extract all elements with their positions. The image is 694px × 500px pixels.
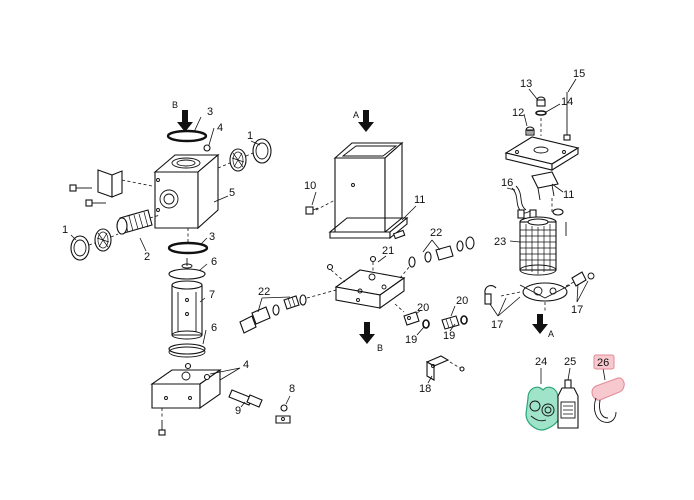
gear-shaft-2 [116, 209, 153, 235]
view-arrow-b-top: B [172, 100, 193, 132]
callout-7: 7 [209, 289, 215, 301]
callout-6-top: 6 [211, 256, 217, 268]
fitting-17-left [484, 285, 497, 305]
callout-17-right: 17 [571, 304, 583, 316]
base-block [150, 368, 222, 410]
fitting-chain-22-right [408, 236, 475, 268]
screw-18 [459, 366, 465, 372]
callout-18: 18 [419, 383, 431, 395]
callout-10: 10 [304, 180, 316, 192]
callout-23: 23 [494, 236, 506, 248]
plug-21 [369, 255, 377, 263]
callout-1-left: 1 [62, 224, 68, 236]
fitting-17-right [571, 271, 595, 287]
callout-25: 25 [564, 356, 576, 368]
view-arrow-a-top: A [353, 110, 374, 132]
callout-22-right: 22 [430, 227, 442, 239]
callout-12: 12 [512, 107, 524, 119]
bushing-12 [525, 126, 535, 136]
callout-26-highlight [593, 354, 615, 370]
callout-9: 9 [235, 405, 241, 417]
callout-3-top: 3 [207, 106, 213, 118]
screw-left-lower [85, 199, 106, 207]
valve-body-5 [153, 153, 220, 230]
bracket-18 [425, 355, 450, 381]
fitting-20-left [403, 311, 420, 326]
o-ring-3-top [166, 129, 208, 143]
cable-harness-26 [591, 377, 625, 423]
view-letter-a-top: A [353, 110, 359, 120]
callout-6-bottom: 6 [211, 322, 217, 334]
view-arrow-b-bottom: B [359, 322, 383, 353]
oil-bottle-25 [557, 379, 579, 429]
fitting-chain-22-left [239, 294, 307, 334]
callout-20-left: 20 [417, 302, 429, 314]
callout-19-left: 19 [405, 334, 417, 346]
callout-26: 26 [597, 357, 609, 369]
screw-left-upper [69, 184, 92, 192]
seal-cap-right [552, 208, 564, 216]
left-assembly: B [69, 100, 291, 436]
manifold-21 [334, 269, 406, 310]
callout-17-left: 17 [491, 319, 503, 331]
seal-1-left [70, 235, 90, 261]
cable-16 [511, 185, 537, 219]
callout-14: 14 [561, 96, 573, 108]
center-assembly: A [239, 110, 475, 384]
view-arrow-a-bottom: A [532, 314, 554, 339]
fitting-9 [228, 389, 263, 408]
callout-20-right: 20 [456, 295, 468, 307]
view-letter-b-top: B [172, 100, 178, 110]
plug-4-top [203, 144, 211, 152]
square-housing-11 [328, 141, 409, 240]
spacer-11b [392, 229, 406, 240]
callout-4-bottom: 4 [243, 359, 249, 371]
seal-1-right [252, 138, 272, 164]
stud-15 [563, 92, 571, 141]
cable-harness-26-shape [591, 377, 625, 401]
callout-3-middle: 3 [209, 231, 215, 243]
accessory-kit [525, 367, 625, 431]
view-letter-b-bottom: B [377, 343, 383, 353]
callout-13: 13 [520, 78, 532, 90]
callout-11-right: 11 [563, 189, 574, 201]
callout-8: 8 [289, 383, 295, 395]
filter-bowl-7 [168, 258, 206, 340]
callout-labels: 3 4 1 5 1 3 2 6 7 6 4 8 9 10 11 21 22 22… [62, 68, 615, 417]
o-ring-19-left [422, 319, 430, 329]
callout-2: 2 [144, 251, 150, 263]
fitting-8 [275, 404, 291, 424]
mounting-bracket [97, 169, 123, 198]
right-assembly: A [484, 78, 595, 339]
plug-4-b [203, 373, 211, 381]
plug-4-a [184, 362, 192, 370]
o-ring-14 [535, 110, 547, 116]
callout-11-center: 11 [414, 194, 425, 206]
callout-16: 16 [501, 177, 513, 189]
callout-4-top: 4 [217, 122, 223, 134]
view-letter-a-bottom: A [548, 329, 554, 339]
seal-kit-24 [525, 386, 561, 431]
callout-21: 21 [382, 245, 394, 257]
o-ring-19-right [460, 315, 468, 325]
callout-19-right: 19 [443, 330, 455, 342]
callout-24: 24 [535, 356, 547, 368]
pump-motor-23 [519, 216, 557, 276]
gasket-6-lower [168, 343, 206, 355]
callout-5: 5 [229, 187, 235, 199]
screw-base [158, 420, 166, 436]
bracket-11-right [531, 171, 559, 201]
callout-15: 15 [573, 68, 585, 80]
o-ring-3-middle [167, 241, 209, 255]
fitting-20-right [441, 315, 460, 330]
callout-22-left: 22 [258, 286, 270, 298]
bearing-left [94, 228, 112, 252]
screw-manifold [326, 263, 334, 271]
bearing-right [229, 148, 247, 172]
cap-13 [536, 96, 546, 107]
cover-plate [504, 136, 580, 171]
screw-10 [305, 206, 319, 215]
callout-1-right: 1 [247, 130, 253, 142]
